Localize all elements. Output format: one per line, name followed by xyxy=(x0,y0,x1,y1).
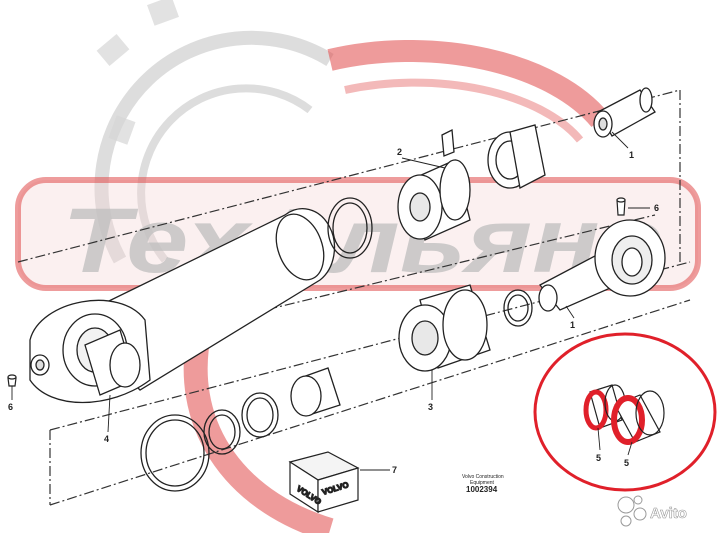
part-number: 5 xyxy=(596,453,601,463)
gear-icon xyxy=(94,30,334,264)
part-number: 3 xyxy=(428,402,433,412)
doc-line-1: Volvo Construction xyxy=(462,474,504,480)
avito-text: Avito xyxy=(650,505,687,522)
part-number: 7 xyxy=(392,465,397,475)
part-number: 6 xyxy=(8,402,13,412)
rings-lower xyxy=(140,392,279,492)
part-number: 6 xyxy=(654,203,659,213)
highlight-circle xyxy=(533,332,717,492)
swoosh-icon xyxy=(183,39,609,533)
part-number: 5 xyxy=(624,458,629,468)
doc-number: 1002394 xyxy=(466,485,498,494)
avito-badge: Avito xyxy=(617,495,687,527)
grease-nipple xyxy=(7,197,626,387)
piston-rod xyxy=(538,219,666,312)
assembly-axis-frame xyxy=(17,89,691,506)
part-number: 2 xyxy=(397,147,402,157)
part-number: 4 xyxy=(104,434,109,444)
seal-housing xyxy=(487,124,546,189)
ring-upper xyxy=(327,197,373,259)
leader-lines xyxy=(11,131,650,471)
piston xyxy=(398,284,491,372)
rod-end-pin xyxy=(593,87,656,138)
cylinder-barrel xyxy=(29,208,336,404)
avito-logo-icon xyxy=(617,495,647,527)
seal-kit-box: VOLVO VOLVO xyxy=(288,451,360,514)
part-number: 1 xyxy=(629,150,634,160)
part-number: 1 xyxy=(570,320,575,330)
bushing xyxy=(290,367,341,417)
doc-line-2: Equipment xyxy=(470,480,495,486)
cylinder-head xyxy=(397,128,471,241)
ring-piston xyxy=(503,289,533,327)
highlighted-bushings xyxy=(583,384,665,445)
